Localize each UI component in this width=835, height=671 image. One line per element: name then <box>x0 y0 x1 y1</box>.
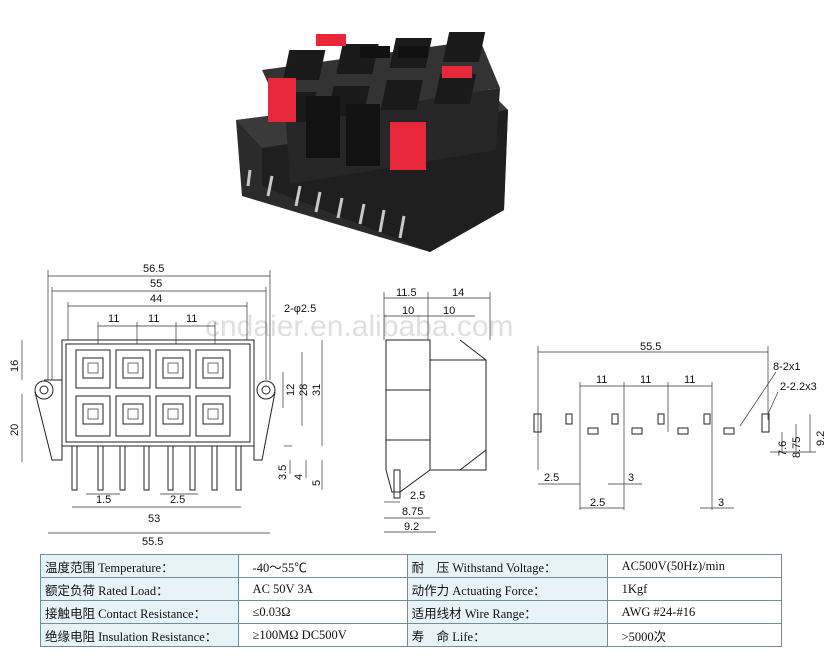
spec-label: 动作力 Actuating Force： <box>406 577 608 601</box>
dim-56-5: 56.5 <box>143 263 164 275</box>
dim-2-5-pcb-b: 2.5 <box>590 497 605 509</box>
dim-3-5: 3.5 <box>277 465 289 480</box>
dim-2-5-pcb-a: 2.5 <box>544 472 559 484</box>
dim-11-c: 11 <box>186 313 197 325</box>
spec-value: ≤0.03Ω <box>237 600 408 624</box>
front-view: 56.5 55 44 11 11 11 2-φ2.5 16 20 12 28 3… <box>9 263 323 548</box>
dim-8-75-side: 8.75 <box>402 506 423 518</box>
spec-row: 接触电阻 Contact Resistance： ≤0.03Ω 适用线材 Wir… <box>40 600 783 624</box>
dim-2-2-2x3: 2-2.2x3 <box>780 381 817 393</box>
dim-2-5: 2.5 <box>170 494 185 506</box>
dim-11-b: 11 <box>148 313 159 325</box>
dim-55: 55 <box>150 278 162 290</box>
dim-2-phi-2-5: 2-φ2.5 <box>284 303 316 315</box>
dim-11-pcb-a: 11 <box>596 374 607 386</box>
dim-3-pcb-b: 3 <box>718 497 724 509</box>
spec-value: ≥100MΩ DC500V <box>237 623 408 647</box>
solder-pins <box>246 169 406 239</box>
dim-9-2-side: 9.2 <box>404 521 419 533</box>
dim-11-pcb-b: 11 <box>640 374 651 386</box>
spec-value: AC 50V 3A <box>237 577 408 601</box>
spec-table: 温度范围 Temperature： -40～55℃ 耐 压 Withstand … <box>40 554 783 647</box>
spec-value: 1Kgf <box>606 577 783 601</box>
spec-label: 接触电阻 Contact Resistance： <box>40 600 239 624</box>
spec-value: >5000次 <box>606 623 783 647</box>
spec-row: 额定负荷 Rated Load： AC 50V 3A 动作力 Actuating… <box>40 577 783 601</box>
dim-28: 28 <box>298 384 310 396</box>
dim-12: 12 <box>285 384 297 396</box>
dim-20: 20 <box>9 424 21 436</box>
dim-44: 44 <box>150 293 162 305</box>
watermark: cndaier.en.alibaba.com <box>205 310 514 343</box>
spec-value: -40～55℃ <box>237 554 408 578</box>
spec-row: 绝缘电阻 Insulation Resistance： ≥100MΩ DC500… <box>40 623 783 647</box>
dim-7-6: 7.6 <box>777 441 789 456</box>
red-levers <box>268 34 472 170</box>
dim-55-5-pcb: 55.5 <box>640 341 661 353</box>
black-levers <box>306 46 428 166</box>
spec-label: 额定负荷 Rated Load： <box>40 577 239 601</box>
dim-11-a: 11 <box>108 313 119 325</box>
pcb-layout: 55.5 8-2x1 2-2.2x3 11 11 11 7.6 8.75 9.2… <box>533 341 827 510</box>
spec-value: AC500V(50Hz)/min <box>606 554 783 578</box>
dim-4: 4 <box>293 474 305 480</box>
spec-value: AWG #24-#16 <box>606 600 783 624</box>
side-view: 11.5 14 10 10 2.5 8.75 9.2 <box>383 287 491 533</box>
spec-label: 绝缘电阻 Insulation Resistance： <box>40 623 239 647</box>
dim-8-2x1: 8-2x1 <box>773 361 801 373</box>
dim-1-5: 1.5 <box>96 494 111 506</box>
spec-label: 寿 命 Life： <box>406 623 608 647</box>
spec-label: 适用线材 Wire Range： <box>406 600 608 624</box>
dim-3-pcb-a: 3 <box>628 472 634 484</box>
dim-8-75-pcb: 8.75 <box>791 437 803 458</box>
dim-11-pcb-c: 11 <box>684 374 695 386</box>
front-pins <box>71 445 242 491</box>
dim-5: 5 <box>311 480 323 486</box>
product-photo <box>236 32 508 252</box>
dim-16: 16 <box>9 360 21 372</box>
technical-drawings: cndaier.en.alibaba.com <box>9 263 827 548</box>
dim-55-5: 55.5 <box>142 536 163 548</box>
dim-53: 53 <box>148 513 160 525</box>
spec-label: 耐 压 Withstand Voltage： <box>406 554 608 578</box>
dim-10-b: 10 <box>443 305 455 317</box>
dim-10-a: 10 <box>402 305 414 317</box>
dim-14: 14 <box>452 287 464 299</box>
spec-label: 温度范围 Temperature： <box>40 554 239 578</box>
dim-9-2-pcb: 9.2 <box>815 431 827 446</box>
dim-31: 31 <box>311 384 323 396</box>
front-terminal-grid <box>75 349 231 437</box>
spec-row: 温度范围 Temperature： -40～55℃ 耐 压 Withstand … <box>40 554 783 578</box>
dim-2-5-side: 2.5 <box>410 490 425 502</box>
dim-11-5: 11.5 <box>396 287 417 299</box>
